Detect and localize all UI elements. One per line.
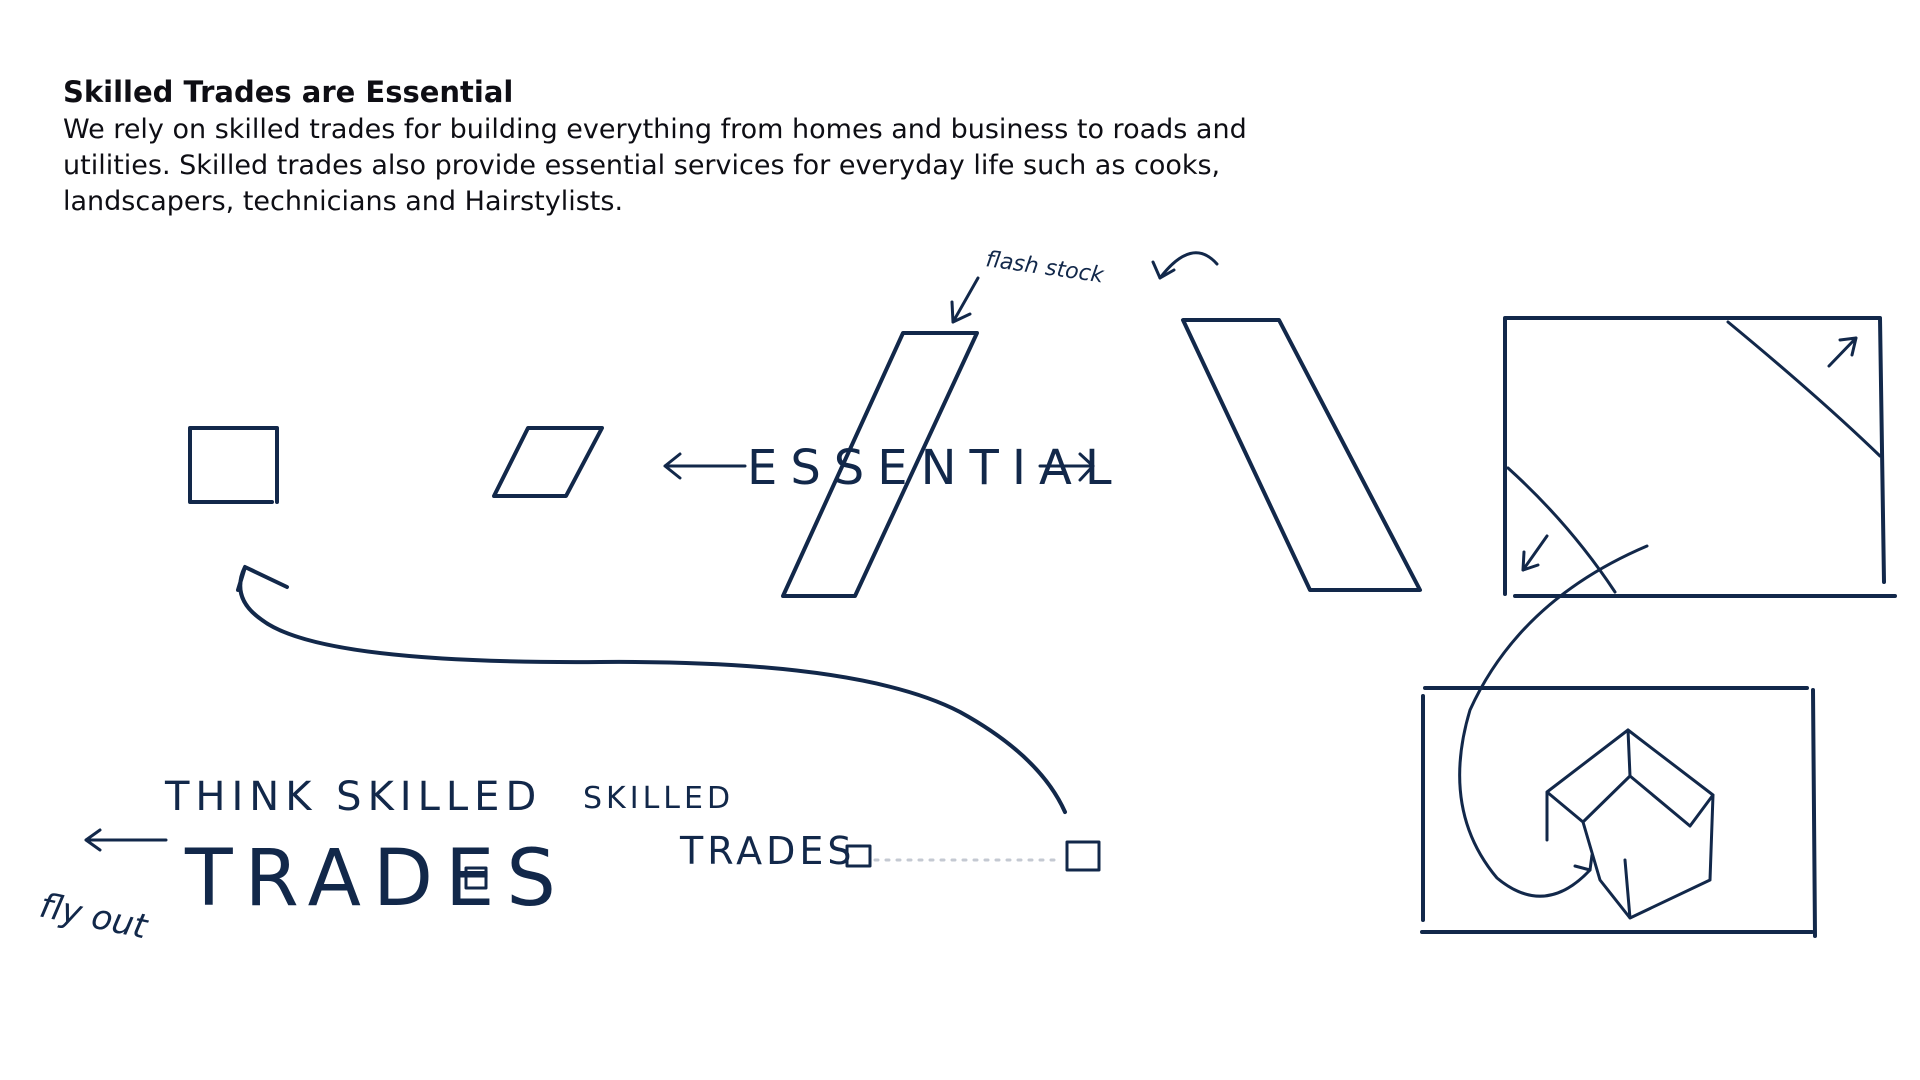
arrow-down-left-icon: [950, 276, 980, 324]
sketch-curve-to-box: [1458, 544, 1649, 898]
curved-arrow-icon: [1151, 251, 1219, 280]
sketch-tall-parallelogram-right: [1181, 318, 1422, 592]
sketch-tall-parallelogram-left: [781, 331, 979, 598]
trades-small-label: TRADES: [679, 829, 855, 873]
slide-title: Skilled Trades are Essential: [63, 75, 514, 109]
arrow-right-icon: [1038, 452, 1095, 482]
arrow-left-icon: [663, 452, 747, 480]
sketch-frame-top: [1503, 316, 1897, 598]
sketch-frame-bottom: [1420, 686, 1817, 938]
sketch-frame-diagonal-bottom: [1506, 466, 1617, 594]
sketch-open-box: [1545, 728, 1715, 920]
arrow-into-box-icon: [1573, 853, 1594, 872]
sketch-small-square-3: [1065, 840, 1101, 872]
slide-body: We rely on skilled trades for building e…: [63, 114, 1247, 217]
think-skilled-label: THINK SKILLED: [164, 774, 542, 820]
trades-large-label: TRADES: [184, 834, 568, 924]
arrow-up-right-icon: [1827, 336, 1858, 368]
sketch-parallelogram: [492, 426, 604, 498]
sketch-frame-diagonal-top: [1726, 320, 1882, 458]
fly-out-label: fly out: [36, 886, 152, 948]
flash-stock-label: flash stock: [984, 247, 1106, 288]
arrow-down-left-small-icon: [1521, 534, 1549, 572]
essential-label: ESSENTIAL: [747, 440, 1125, 496]
sketch-small-square-1: [464, 866, 488, 890]
sketch-square: [188, 426, 279, 504]
arrow-left-flyout-icon: [84, 828, 168, 852]
skilled-small-label: SKILLED: [583, 781, 734, 816]
fly-out-text: fly out: [36, 886, 152, 948]
sketch-small-square-2: [845, 844, 872, 868]
sketch-return-arrow: [236, 565, 1067, 814]
slide-header: Skilled Trades are Essential We rely on …: [63, 72, 1323, 220]
